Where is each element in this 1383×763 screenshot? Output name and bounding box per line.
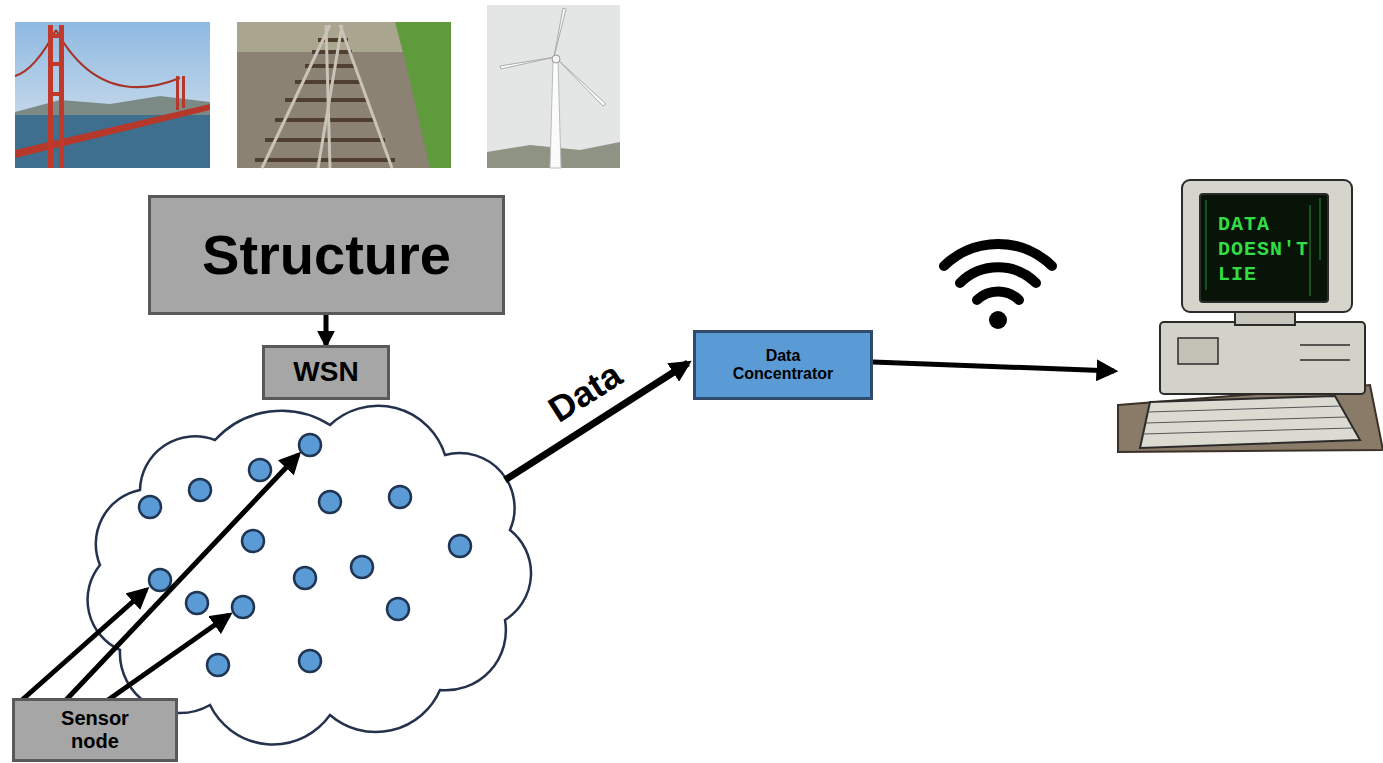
wifi-symbol: [944, 244, 1052, 300]
data-label: Data: [540, 352, 630, 432]
sensor-arrow: [66, 455, 298, 700]
wifi-arc: [960, 267, 1036, 283]
desk: [1118, 385, 1383, 452]
matrix-streak: [1319, 198, 1321, 260]
key-row: [1143, 428, 1352, 434]
photo-water: [15, 115, 210, 168]
wifi-arc: [977, 291, 1019, 300]
uplink-arrow: [873, 362, 1114, 371]
rail: [318, 25, 342, 168]
keyboard: [1140, 396, 1360, 448]
sensor-dot: [139, 496, 161, 518]
photo-sky: [487, 5, 620, 168]
sensor-dot: [294, 567, 316, 589]
bridge-tower-beam: [48, 92, 64, 96]
wifi-arc: [944, 244, 1052, 266]
sensor-dot: [186, 592, 208, 614]
bridge-tower: [176, 76, 179, 110]
connector-arrow: [324, 315, 329, 345]
case-slot: [1300, 344, 1350, 346]
turbine-blade: [554, 8, 566, 57]
wifi-dot: [989, 311, 1007, 329]
matrix-streak: [1205, 200, 1207, 290]
matrix-streaks: [1206, 198, 1320, 296]
wind-turbine-photo: [487, 5, 620, 168]
case-slot: [1300, 359, 1350, 361]
sensor-arrow: [108, 615, 229, 700]
bridge-photo: [15, 22, 210, 168]
railway-photo: [237, 22, 451, 168]
sensor-dot: [242, 530, 264, 552]
sensor-dot: [351, 556, 373, 578]
sensor-dot: [387, 598, 409, 620]
photo-grass: [395, 22, 451, 168]
photo-sky: [15, 22, 210, 168]
sensor-dot: [249, 459, 271, 481]
sensor-dot: [232, 596, 254, 618]
rail: [262, 25, 330, 168]
sensor-dot: [207, 654, 229, 676]
sleeper: [285, 98, 368, 102]
node-label: Data Concentrator: [723, 347, 843, 384]
bridge-tower: [182, 76, 185, 108]
bridge-cable: [56, 30, 180, 87]
photo-gravel: [237, 22, 451, 168]
rail: [326, 25, 330, 168]
sensor-arrows: [22, 455, 298, 700]
bridge-tower: [59, 25, 64, 168]
sensor-dot: [299, 434, 321, 456]
keyboard-keys: [1143, 406, 1352, 434]
key-row: [1146, 417, 1346, 423]
rail: [340, 25, 392, 168]
network-cloud: [88, 406, 531, 745]
rails: [262, 25, 392, 168]
sensor-dot: [319, 491, 341, 513]
screen-text: DATA DOESN'T LIE: [1218, 212, 1310, 287]
sensor-dot: [449, 535, 471, 557]
concentrator-box: Data Concentrator: [693, 330, 873, 400]
bridge-tower: [48, 25, 53, 168]
node-label: Sensor node: [45, 707, 145, 753]
computer-case: [1160, 322, 1365, 394]
computer-illustration: [1118, 180, 1383, 452]
sleeper: [265, 138, 385, 142]
monitor-screen: [1200, 194, 1328, 302]
sensor-node-box: Sensor node: [12, 698, 178, 762]
bridge-tower-beam: [48, 34, 64, 38]
turbine-hub: [552, 55, 560, 63]
turbine-blade: [557, 59, 606, 106]
turbine-blade: [500, 57, 555, 69]
node-label: Structure: [202, 223, 451, 287]
structure-box: Structure: [148, 195, 505, 315]
sensor-dot: [299, 650, 321, 672]
sleeper: [255, 158, 395, 162]
sensor-dot: [389, 486, 411, 508]
sensor-dot: [149, 569, 171, 591]
matrix-streak: [1309, 205, 1311, 296]
node-label: WSN: [293, 356, 358, 388]
wsn-box: WSN: [262, 345, 390, 400]
disk-drive: [1178, 338, 1218, 364]
bridge-tower-beam: [48, 62, 64, 66]
bridge-deck: [15, 104, 210, 158]
monitor-frame: [1182, 180, 1352, 312]
sensor-dots: [139, 434, 471, 676]
sensor-dot: [189, 479, 211, 501]
key-row: [1148, 406, 1340, 412]
turbine-tower: [550, 60, 561, 168]
